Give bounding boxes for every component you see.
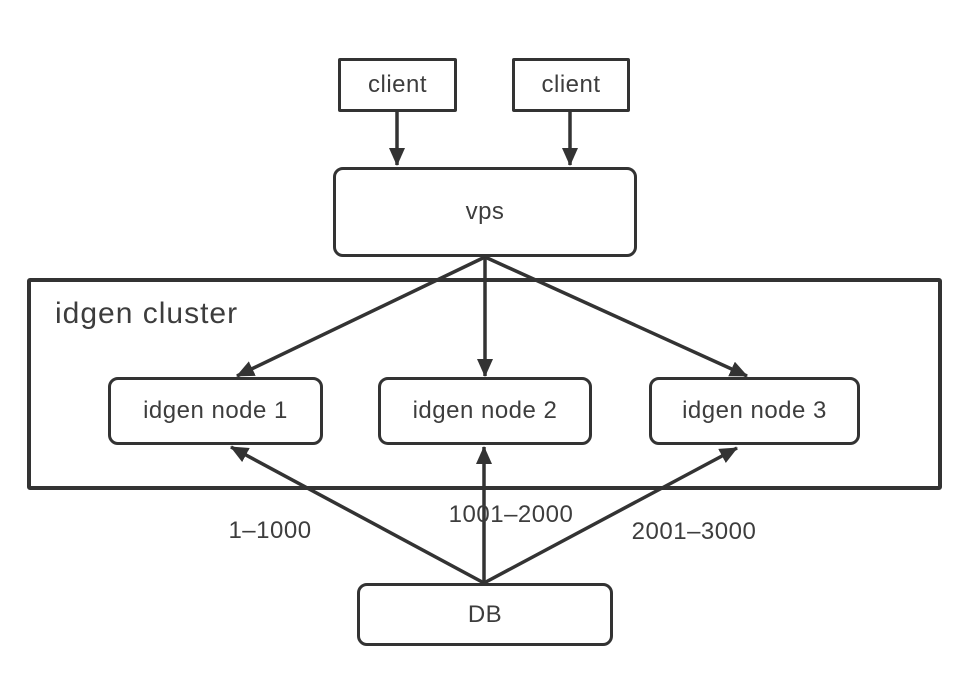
idgen-cluster-title: idgen cluster (55, 297, 239, 330)
edge-label-range-1-1000: 1–1000 (228, 517, 312, 544)
db-node: DB (357, 583, 613, 646)
edge-label-range-1001-2000: 1001–2000 (448, 501, 574, 528)
idgen-node-3-label: idgen node 3 (682, 397, 827, 424)
idgen-node-1-label: idgen node 1 (143, 397, 288, 424)
client-node-1: client (338, 58, 457, 112)
client-node-2-label: client (541, 71, 601, 98)
idgen-node-2-label: idgen node 2 (412, 397, 558, 424)
idgen-node-3: idgen node 3 (649, 377, 860, 445)
vps-node: vps (333, 167, 637, 257)
client-node-2: client (512, 58, 630, 112)
db-node-label: DB (467, 600, 503, 628)
edge-label-range-2001-3000: 2001–3000 (631, 518, 757, 545)
client-node-1-label: client (367, 71, 428, 98)
idgen-node-1: idgen node 1 (108, 377, 323, 445)
idgen-node-2: idgen node 2 (378, 377, 592, 445)
vps-node-label: vps (465, 198, 505, 225)
